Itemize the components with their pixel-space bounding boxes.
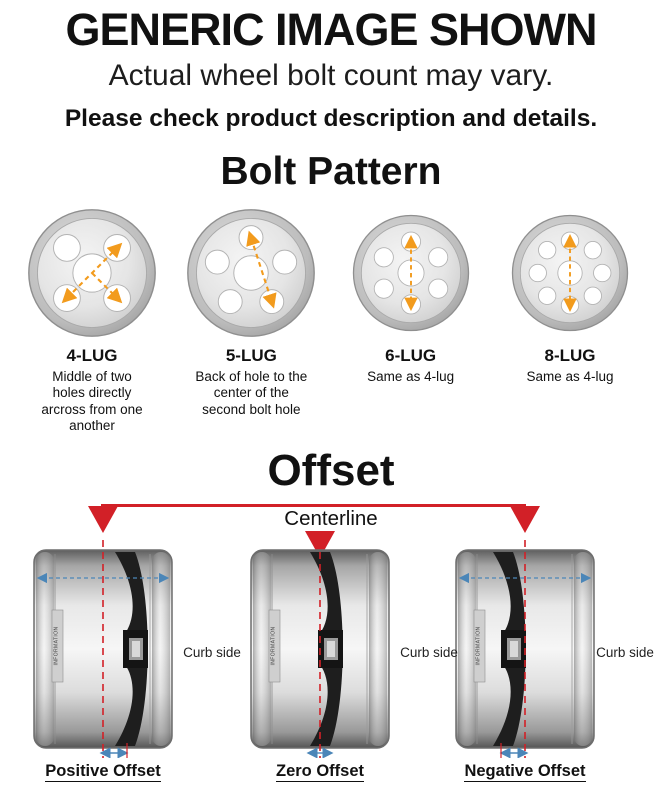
bolt-pattern-item-5lug: 5-LUG Back of hole to the center of the … [175, 204, 327, 435]
lug-count-label: 4-LUG [66, 346, 118, 365]
offset-type-label-zero: Zero Offset [275, 762, 364, 782]
bolt-pattern-title: Bolt Pattern [220, 150, 442, 193]
bolt-pattern-item-8lug: 8-LUG Same as 4-lug [494, 204, 646, 435]
lug-description: Same as 4-lug [367, 369, 455, 384]
svg-text:INFORMATION: INFORMATION [476, 626, 482, 665]
offset-type-label-negative: Negative Offset [464, 762, 586, 782]
page-title: GENERIC IMAGE SHOWN [65, 4, 597, 55]
lug-count-label: 6-LUG [385, 346, 437, 365]
bolt-pattern-item-4lug: 4-LUG Middle of two holes directly arcro… [16, 204, 168, 435]
bolt-pattern-row: 4-LUG Middle of two holes directly arcro… [16, 204, 646, 435]
wheel-cross-section-positive: INFORMATION [28, 540, 178, 759]
svg-text:INFORMATION: INFORMATION [271, 626, 277, 665]
lug-description: Middle of two holes directly arcross fro… [41, 369, 143, 434]
svg-text:INFORMATION: INFORMATION [54, 626, 60, 665]
lug-wheel-diagram-6 [350, 204, 472, 342]
lug-count-label: 8-LUG [544, 346, 596, 365]
lug-wheel-diagram-5 [184, 204, 318, 342]
check-details-note: Please check product description and det… [64, 105, 598, 132]
centerline-arrow-left [88, 506, 118, 533]
curb-side-label: Curb side [596, 645, 654, 660]
lug-description: Back of hole to the center of the second… [195, 369, 308, 417]
curb-side-label: Curb side [183, 645, 241, 660]
bolt-pattern-item-6lug: 6-LUG Same as 4-lug [335, 204, 487, 435]
centerline-label: Centerline [284, 507, 378, 530]
lug-description: Same as 4-lug [526, 369, 614, 384]
wheel-cross-section-zero: INFORMATION [245, 540, 395, 759]
page-subtitle: Actual wheel bolt count may vary. [108, 59, 554, 92]
centerline-arrow-right [510, 506, 540, 533]
wheel-cross-section-negative: INFORMATION [450, 540, 600, 759]
centerline-marker-line [101, 504, 526, 507]
offset-title: Offset [267, 446, 395, 495]
lug-count-label: 5-LUG [225, 346, 277, 365]
curb-side-label: Curb side [400, 645, 458, 660]
lug-wheel-diagram-8 [509, 204, 631, 342]
lug-wheel-diagram-4 [25, 204, 159, 342]
offset-type-label-positive: Positive Offset [45, 762, 161, 782]
